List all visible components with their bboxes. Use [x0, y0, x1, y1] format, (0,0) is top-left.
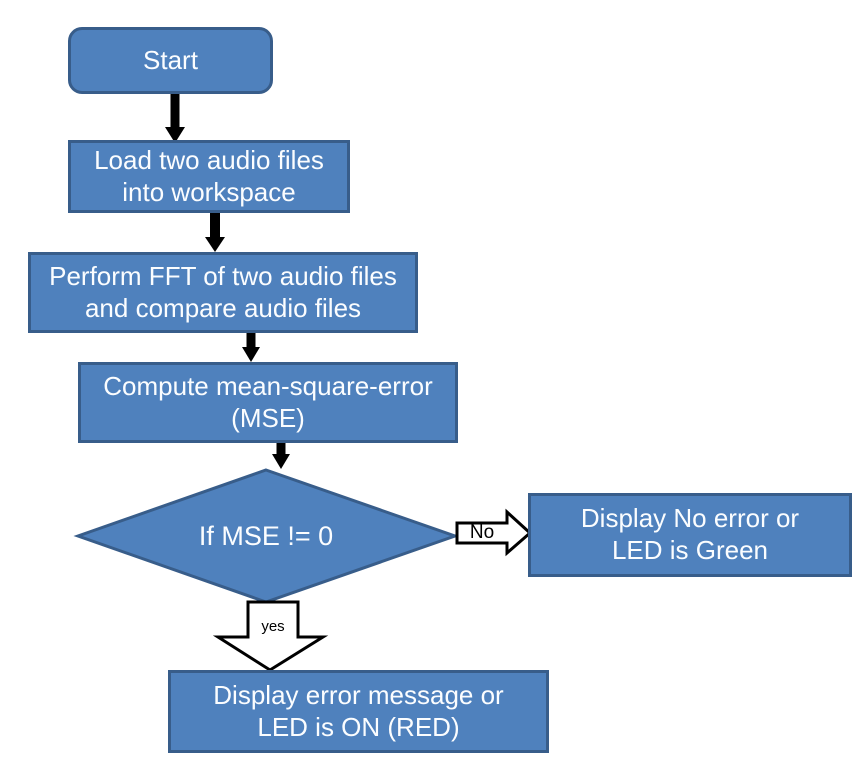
error-message-node-line2: LED is ON (RED) [257, 711, 460, 742]
load-audio-node-line2: into workspace [122, 176, 296, 207]
load-audio-node: Load two audio files into workspace [68, 140, 350, 213]
compute-mse-node: Compute mean-square-error (MSE) [78, 362, 458, 443]
compute-mse-node-line2: (MSE) [231, 402, 305, 433]
no-branch-label: No [469, 522, 495, 543]
no-branch-label-wrap: No [457, 521, 507, 545]
load-audio-node-line1: Load two audio files [94, 144, 324, 175]
arrow-load-to-fft [205, 212, 225, 252]
arrow-fft-to-mse [242, 333, 260, 362]
arrow-mse-to-decision [272, 443, 290, 469]
start-node-label: Start [143, 44, 198, 75]
yes-branch-label-wrap: yes [248, 614, 298, 638]
error-message-node-line1: Display error message or [213, 679, 504, 710]
error-message-node: Display error message or LED is ON (RED) [168, 670, 549, 753]
no-error-node-line2: LED is Green [611, 535, 769, 565]
yes-branch-arrow [212, 600, 329, 672]
no-branch-arrow [455, 508, 533, 557]
no-error-node: Display No error or LED is Green [528, 493, 852, 577]
start-node: Start [68, 27, 273, 94]
decision-label: If MSE != 0 [198, 520, 334, 551]
fft-compare-node: Perform FFT of two audio files and compa… [28, 252, 418, 333]
fft-compare-node-line1: Perform FFT of two audio files [49, 260, 397, 291]
compute-mse-node-line1: Compute mean-square-error [103, 370, 433, 401]
no-error-node-line1: Display No error or [580, 503, 800, 534]
decision-label-wrap: If MSE != 0 [96, 508, 436, 564]
arrow-start-to-load [165, 92, 185, 143]
yes-branch-label: yes [261, 617, 285, 635]
fft-compare-node-line2: and compare audio files [84, 292, 362, 323]
